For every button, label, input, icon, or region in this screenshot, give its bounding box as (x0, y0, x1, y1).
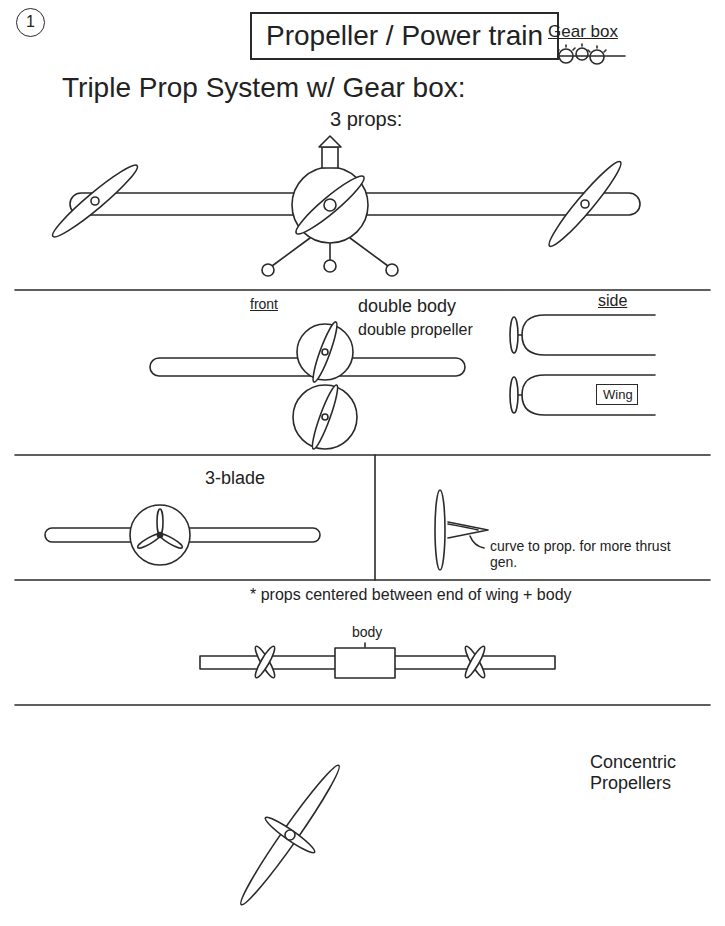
node-text: Wing (603, 388, 631, 403)
triple-prop-sketch (48, 136, 640, 276)
note-label: double propeller (358, 321, 473, 339)
centered-props-sketch (200, 643, 555, 680)
part-label: body (352, 624, 382, 640)
sub-heading: 3 props: (330, 108, 402, 131)
callout-circle: 1 (16, 8, 45, 37)
divider-line (15, 704, 710, 706)
divider-line (15, 454, 710, 456)
concentric-propeller-sketch (235, 761, 346, 909)
page-title: Propeller / Power train (250, 12, 559, 60)
note-label: 3-blade (205, 468, 265, 489)
divider-line (15, 579, 710, 581)
view-label: side (598, 292, 627, 310)
gearbox-label: Gear box (548, 22, 618, 42)
divider-line (374, 455, 376, 580)
wing-box: Wing (596, 384, 638, 405)
section-heading: Triple Prop System w/ Gear box: (62, 72, 466, 104)
node-text: 1 (26, 13, 35, 31)
callout-note: curve to prop. for more thrust gen. (490, 538, 680, 570)
double-body-side-sketch (510, 315, 655, 415)
nose-cone-prop-sketch (435, 490, 488, 570)
note-label: * props centered between end of wing + b… (250, 586, 580, 604)
note-label: Concentric Propellers (590, 752, 710, 793)
double-body-front-sketch (150, 320, 465, 450)
note-label: double body (358, 296, 456, 317)
view-label: front (250, 296, 278, 312)
divider-line (15, 289, 710, 291)
three-blade-sketch (45, 505, 320, 565)
